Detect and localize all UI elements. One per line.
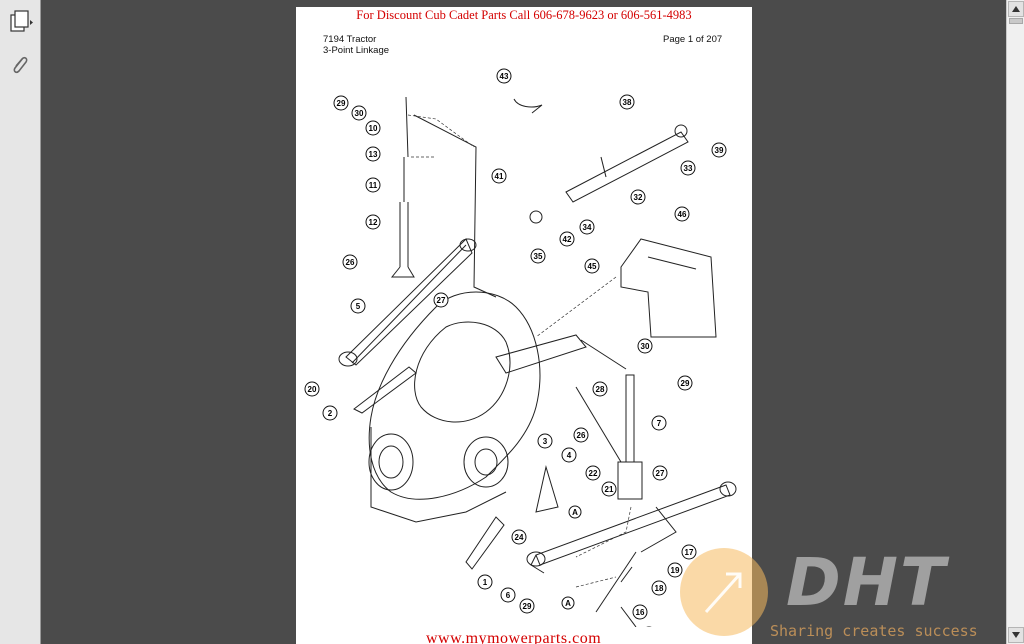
callout-label: 46	[678, 210, 687, 219]
callout-label: 27	[656, 469, 665, 478]
attachments-panel-button[interactable]	[4, 52, 36, 80]
callout-label: 10	[369, 124, 378, 133]
watermark-logo-icon	[680, 548, 768, 636]
callout-label: 26	[346, 258, 355, 267]
callout-label: 29	[681, 379, 690, 388]
watermark-tagline: Sharing creates success	[770, 622, 978, 640]
callout-label: 33	[684, 164, 693, 173]
callout-label: 16	[636, 608, 645, 617]
callout-label: 45	[588, 262, 597, 271]
callout-label: 30	[355, 109, 364, 118]
pages-panel-button[interactable]	[4, 8, 36, 36]
callout-label: 43	[500, 72, 509, 81]
scroll-down-button[interactable]	[1008, 627, 1024, 643]
callout-label: 30	[641, 342, 650, 351]
callout-label: 7	[657, 419, 662, 428]
callout-label: 12	[369, 218, 378, 227]
callout-label: 21	[605, 485, 614, 494]
part-callouts: 29 30 10 13 11 12 26 5 27 20 2 43 38 39 …	[304, 68, 727, 627]
watermark: DHT Sharing creates success	[676, 544, 1016, 644]
callout-label: 22	[589, 469, 598, 478]
arrow-down-icon	[1012, 632, 1020, 638]
callout-label: 2	[328, 409, 333, 418]
model-title: 7194 Tractor	[323, 34, 377, 45]
parts-diagram: 29 30 10 13 11 12 26 5 27 20 2 43 38 39 …	[304, 68, 737, 627]
discount-banner: For Discount Cub Cadet Parts Call 606-67…	[356, 8, 692, 22]
watermark-brand: DHT	[786, 544, 948, 621]
scrollbar-thumb[interactable]	[1009, 18, 1023, 24]
callout-label: 38	[623, 98, 632, 107]
callout-label: 3	[543, 437, 548, 446]
callout-label: 13	[369, 150, 378, 159]
callout-label: 34	[583, 223, 592, 232]
pages-icon	[10, 10, 33, 32]
arrow-up-icon	[1012, 6, 1020, 12]
vertical-scrollbar[interactable]	[1006, 0, 1024, 644]
callout-label: 1	[483, 578, 488, 587]
callout-label: 4	[567, 451, 572, 460]
paperclip-icon	[13, 56, 28, 74]
callout-label: 20	[308, 385, 317, 394]
pdf-page: For Discount Cub Cadet Parts Call 606-67…	[296, 7, 752, 644]
page-indicator: Page 1 of 207	[663, 34, 723, 45]
callout-label: 17	[685, 548, 694, 557]
callout-label: 41	[495, 172, 504, 181]
callout-label: 19	[671, 566, 680, 575]
navigation-sidebar	[0, 0, 41, 644]
callout-label: 35	[534, 252, 543, 261]
callout-label: 6	[506, 591, 511, 600]
callout-label: A	[572, 508, 578, 517]
callout-label: 32	[634, 193, 643, 202]
callout-label: 27	[437, 296, 446, 305]
callout-label: 29	[337, 99, 346, 108]
section-title: 3-Point Linkage	[323, 45, 390, 56]
callout-label: 18	[655, 584, 664, 593]
callout-label: 24	[515, 533, 524, 542]
callout-label: A	[565, 599, 571, 608]
footer-url[interactable]: www.mymowerparts.com	[426, 630, 602, 644]
callout-label: 29	[523, 602, 532, 611]
callout-label: 11	[369, 181, 378, 190]
callout-label: 28	[596, 385, 605, 394]
callout-label: 5	[356, 302, 361, 311]
callout-label: 26	[577, 431, 586, 440]
callout-label: 39	[715, 146, 724, 155]
callout-label: 42	[563, 235, 572, 244]
scroll-up-button[interactable]	[1008, 1, 1024, 17]
